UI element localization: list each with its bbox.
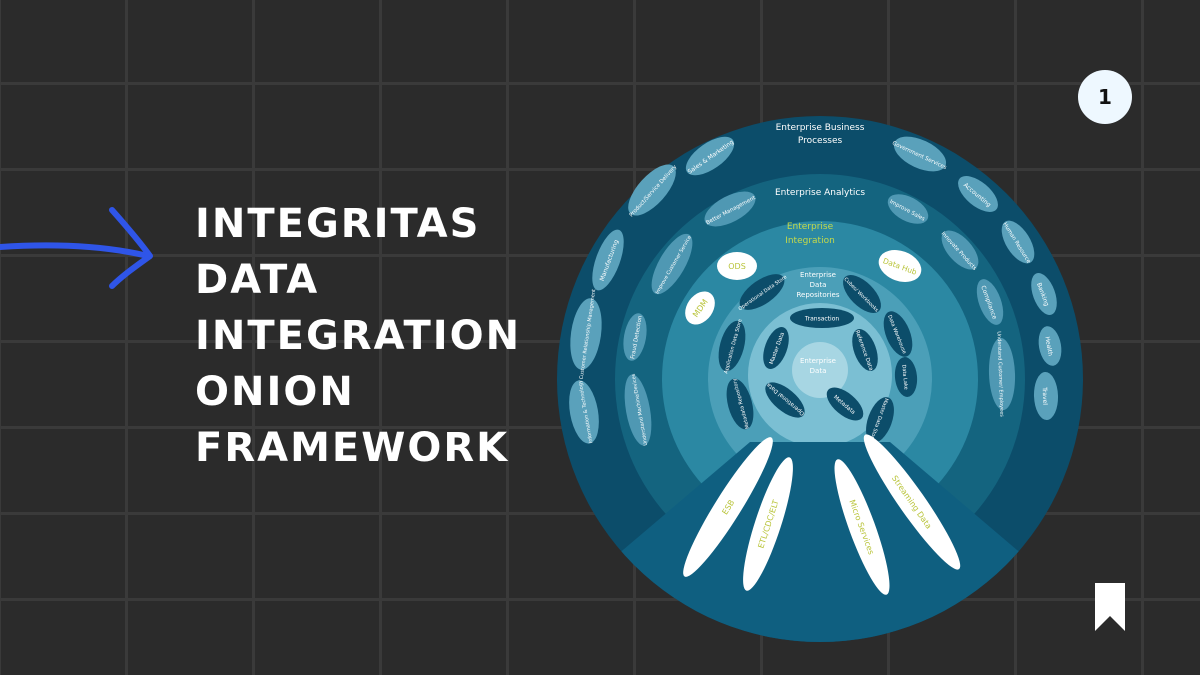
svg-text:Data Lake: Data Lake	[900, 364, 908, 390]
integration-ring-label-line1: Enterprise	[787, 222, 834, 232]
analytics-item-compliance: Compliance	[976, 279, 1004, 325]
analytics-item-fraud-detection: Fraud Detection	[623, 313, 647, 361]
business-item-manufacturing: Manufacturing	[592, 229, 624, 291]
repository-ring-label-line3: Repositories	[797, 291, 840, 299]
channel-etl: ETL/CDC/ELT	[743, 457, 793, 591]
analytics-item-understand-customer: Understand Customer/ Employees	[988, 331, 1016, 417]
title-line: DATA	[195, 257, 320, 303]
core-label-line1: Enterprise	[800, 357, 836, 365]
integration-item-ods: ODS	[717, 252, 757, 280]
integration-item-mdm: MDM	[685, 291, 715, 325]
repository-ring-label-line2: Data	[810, 281, 827, 289]
repository-item-metadata-repository: Metadata Repository	[726, 378, 754, 429]
svg-text:Transaction: Transaction	[804, 316, 840, 323]
business-item-banking: Banking	[1031, 272, 1057, 316]
svg-text:Understand Customer/ Employees: Understand Customer/ Employees	[996, 331, 1005, 417]
onion-diagram: Enterprise Business Processes Enterprise…	[557, 116, 1083, 642]
repository-item-master-data-store: Master Data Store	[866, 397, 894, 443]
integration-item-data-hub: Data Hub	[878, 250, 922, 282]
core-item-master-data: Master Data	[763, 326, 789, 370]
business-item-health: Health	[1038, 326, 1062, 366]
title-line: INTEGRITAS	[195, 201, 481, 247]
core-center	[792, 342, 848, 398]
repository-ring-label-line1: Enterprise	[800, 271, 836, 279]
business-ring-label-line1: Enterprise Business	[776, 123, 865, 133]
channels-wedge	[557, 442, 1083, 642]
business-item-travel: Travel	[1033, 372, 1059, 420]
page-number-badge: 1	[1078, 70, 1132, 124]
bookmark-icon[interactable]	[1094, 582, 1126, 632]
page-title: INTEGRITAS DATA INTEGRATION ONION FRAMEW…	[195, 196, 521, 476]
core-label-line2: Data	[810, 367, 827, 375]
svg-text:ODS: ODS	[728, 262, 746, 271]
core-item-reference-data: Reference Data	[852, 328, 878, 372]
repository-item-application-data-store: Application Data Store	[718, 318, 746, 374]
integration-ring-label-line2: Integration	[785, 236, 835, 246]
repository-item-data-warehouse: Data Warehouse	[883, 311, 913, 357]
analytics-item-improve-sales: Improve Sales	[887, 194, 929, 224]
right-arrow-icon	[0, 207, 153, 289]
core-item-transaction: Transaction	[790, 308, 854, 328]
analytics-item-understand-machine: Understand Machine/Devices	[624, 373, 652, 446]
core-item-metadata: Metadata	[826, 387, 864, 421]
title-line: ONION	[195, 369, 355, 415]
analytics-ring-label: Enterprise Analytics	[775, 188, 865, 198]
business-item-information-technology: Information & Technology	[569, 380, 599, 444]
repository-item-data-lake: Data Lake	[894, 357, 918, 397]
business-ring-label-line2: Processes	[798, 136, 843, 146]
title-line: INTEGRATION	[195, 313, 522, 359]
svg-text:Travel: Travel	[1041, 386, 1049, 405]
svg-text:Health: Health	[1043, 336, 1053, 357]
business-item-crm: Customer Relationship Management	[570, 289, 602, 380]
channel-esb: ESB	[683, 437, 773, 577]
title-line: FRAMEWORK	[195, 425, 510, 471]
